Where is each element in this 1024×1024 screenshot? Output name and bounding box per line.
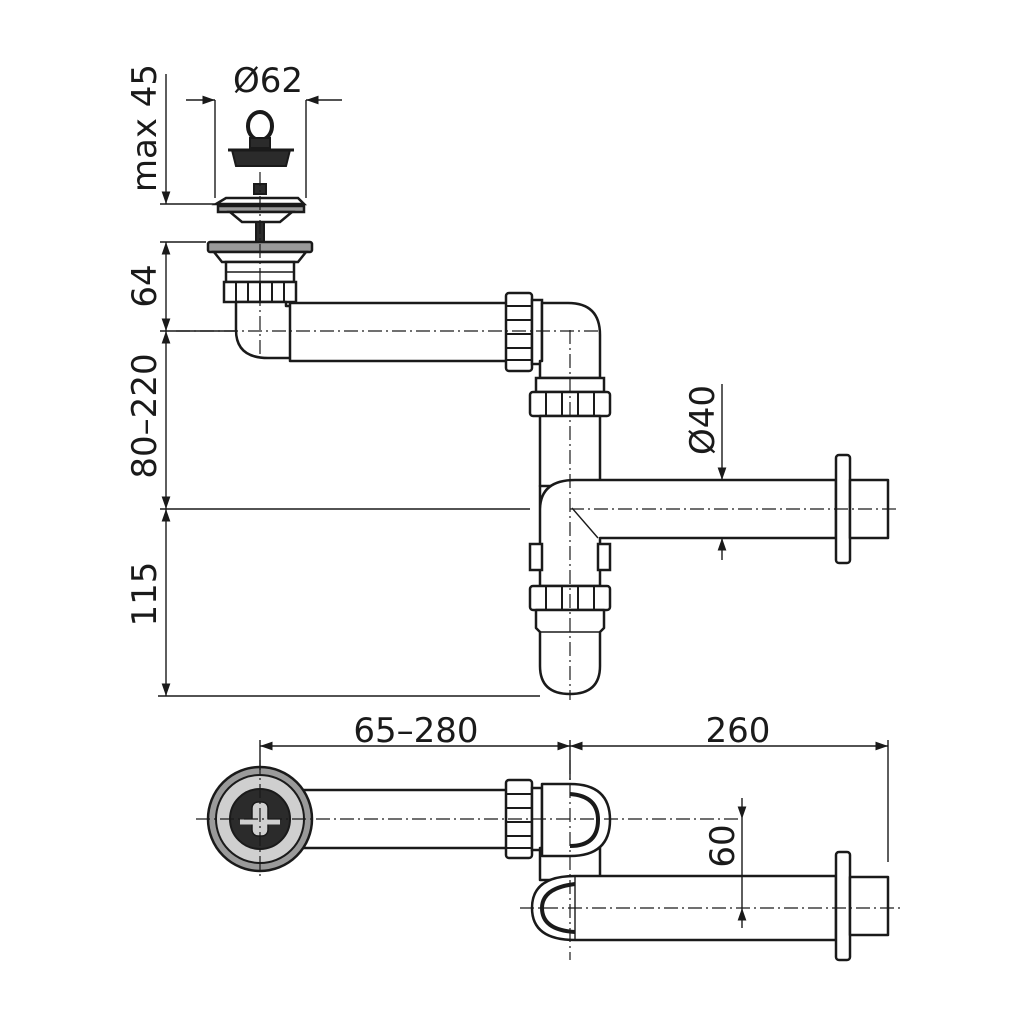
- dim-260: 260: [706, 711, 771, 751]
- tee-junction: [538, 478, 838, 588]
- dim-max45: max 45: [125, 64, 165, 192]
- top-dimensions: 65–280 260 60: [259, 711, 889, 928]
- dim-60: 60: [703, 824, 743, 867]
- top-wall-pipe-end: [848, 875, 890, 937]
- top-upper-elbow: [540, 782, 612, 858]
- dim-80-220: 80–220: [125, 353, 165, 478]
- top-wall-flange: [834, 850, 852, 962]
- dim-d40: Ø40: [683, 385, 723, 455]
- side-dimensions: max 45 64 80–220 115 Ø62 Ø40: [125, 61, 727, 697]
- dim-64: 64: [125, 264, 165, 307]
- dim-d62: Ø62: [233, 61, 303, 101]
- side-view: [176, 110, 896, 700]
- side-clip-right: [596, 542, 612, 572]
- side-clip-left: [528, 542, 544, 572]
- dim-65-280: 65–280: [353, 711, 478, 751]
- sink-outlet-body: [206, 240, 314, 304]
- outlet-elbow: [234, 300, 298, 360]
- stopper-plug: [228, 110, 294, 167]
- top-view: [196, 760, 900, 962]
- dim-115: 115: [125, 562, 165, 627]
- horizontal-pipe: [288, 301, 510, 363]
- horizontal-pipe-nut: [504, 291, 544, 373]
